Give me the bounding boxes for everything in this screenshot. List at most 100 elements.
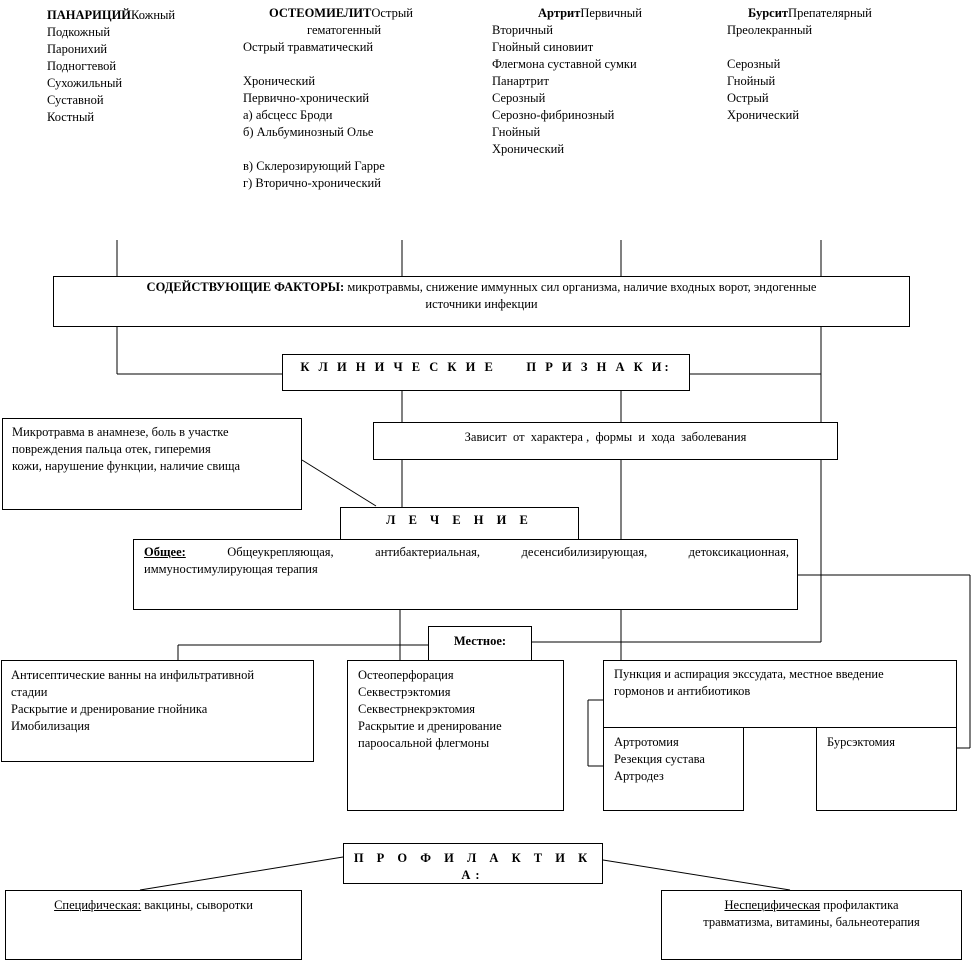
local-osteomyelitis-text: Остеоперфорация Секвестрэктомия Секвестр… <box>358 667 502 752</box>
panaritium-signs-text: Микротравма в анамнезе, боль в участке п… <box>12 424 240 475</box>
general-treatment-line1: Общее: Общеукрепляющая, антибактериальна… <box>144 544 789 561</box>
depends-box: Зависит от характера , формы и хода забо… <box>373 422 838 460</box>
panaritium-item: Паронихий <box>47 42 108 56</box>
local-arthritis-text: Артротомия Резекция сустава Артродез <box>614 734 705 785</box>
local-panaritium-line: Раскрытие и дренирование гнойника <box>11 702 208 716</box>
nonspecific-text2: травматизма, витамины, бальнеотерапия <box>703 915 920 929</box>
osteomyelitis-column: ОСТЕОМИЕЛИТОстрый гематогенный Острый тр… <box>243 5 413 192</box>
nonspecific-prophylaxis-text: Неспецифическая профилактика травматизма… <box>662 897 961 931</box>
arthritis-item: Серозный <box>492 91 546 105</box>
local-osteomyelitis-line: Секвестрнекрэктомия <box>358 702 476 716</box>
bursitis-item: Преолекранный <box>727 23 813 37</box>
local-osteomyelitis-line: пароосальной флегмоны <box>358 736 490 750</box>
bursitis-first-item: Препателярный <box>788 6 872 20</box>
arthritis-item: Вторичный <box>492 23 553 37</box>
osteomyelitis-item: а) абсцесс Броди <box>243 108 333 122</box>
panaritium-signs-box: Микротравма в анамнезе, боль в участке п… <box>2 418 302 510</box>
arthritis-title: Артрит <box>538 6 581 20</box>
specific-text: вакцины, сыворотки <box>141 898 253 912</box>
factors-line2: источники инфекции <box>425 297 538 311</box>
general-treatment-box: Общее: Общеукрепляющая, антибактериальна… <box>133 539 798 610</box>
local-arthritis-box: Артротомия Резекция сустава Артродез <box>603 727 744 811</box>
arthritis-item: Серозно-фибринозный <box>492 108 615 122</box>
arthritis-item: Гнойный синовиит <box>492 40 594 54</box>
bursitis-title: Бурсит <box>748 6 789 20</box>
local-arthritis-line: Резекция сустава <box>614 752 705 766</box>
osteomyelitis-item <box>243 56 413 73</box>
panaritium-signs-line: Микротравма в анамнезе, боль в участке <box>12 425 229 439</box>
general-word: Общеукрепляющая, <box>227 545 334 559</box>
treatment-title: Л Е Ч Е Н И Е <box>386 513 533 527</box>
osteomyelitis-title: ОСТЕОМИЕЛИТ <box>269 6 372 20</box>
clinical-signs-title: К Л И Н И Ч Е С К И Е П Р И З Н А К И: <box>300 360 672 374</box>
treatment-box: Л Е Ч Е Н И Е <box>340 507 579 540</box>
bursitis-item: Гнойный <box>727 74 776 88</box>
local-bursitis-box: Бурсэктомия <box>816 727 957 811</box>
local-puncture-box: Пункция и аспирация экссудата, местное в… <box>603 660 957 728</box>
factors-label: СОДЕЙСТВУЮЩИЕ ФАКТОРЫ: <box>146 280 345 294</box>
osteomyelitis-first-item: Острый <box>371 6 413 20</box>
arthritis-item: Хронический <box>492 142 565 156</box>
nonspecific-prophylaxis-box: Неспецифическая профилактика травматизма… <box>661 890 962 960</box>
specific-prophylaxis-text: Специфическая: вакцины, сыворотки <box>6 897 301 914</box>
local-panaritium-text: Антисептические ванны на инфильтративной… <box>11 667 254 735</box>
general-treatment-line2: иммуностимулирующая терапия <box>144 562 318 576</box>
general-word: десенсибилизирующая, <box>521 545 648 559</box>
local-osteomyelitis-line: Раскрытие и дренирование <box>358 719 502 733</box>
arthritis-item: Флегмона суставной сумки <box>492 57 637 71</box>
panaritium-item: Костный <box>47 110 95 124</box>
local-arthritis-line: Артротомия <box>614 735 679 749</box>
prophylaxis-box: П Р О Ф И Л А К Т И К А: <box>343 843 603 884</box>
local-puncture-text: Пункция и аспирация экссудата, местное в… <box>614 666 884 700</box>
general-word: антибактериальная, <box>375 545 481 559</box>
panaritium-first-item: Кожный <box>131 8 176 22</box>
bursitis-column: БурситПрепателярный Преолекранный Серозн… <box>727 5 872 124</box>
bursitis-item <box>727 39 872 56</box>
panaritium-item: Подкожный <box>47 25 111 39</box>
osteomyelitis-item <box>243 141 413 158</box>
local-label: Местное: <box>453 634 507 648</box>
local-puncture-line: Пункция и аспирация экссудата, местное в… <box>614 667 884 681</box>
general-label: Общее: <box>144 545 186 559</box>
bursitis-item: Хронический <box>727 108 800 122</box>
nonspecific-label: Неспецифическая <box>724 898 821 912</box>
panaritium-item: Суставной <box>47 93 104 107</box>
local-osteomyelitis-box: Остеоперфорация Секвестрэктомия Секвестр… <box>347 660 564 811</box>
local-puncture-line: гормонов и антибиотиков <box>614 684 751 698</box>
panaritium-signs-line: кожи, нарушение функции, наличие свища <box>12 459 241 473</box>
factors-box: СОДЕЙСТВУЮЩИЕ ФАКТОРЫ: микротравмы, сниж… <box>53 276 910 327</box>
local-treatment-box: Местное: <box>428 626 532 661</box>
arthritis-item: Гнойный <box>492 125 541 139</box>
nonspecific-text1: профилактика <box>820 898 899 912</box>
local-panaritium-line: Антисептические ванны на инфильтративной <box>11 668 255 682</box>
local-panaritium-line: Имобилизация <box>11 719 90 733</box>
panaritium-item: Сухожильный <box>47 76 123 90</box>
specific-label: Специфическая: <box>54 898 142 912</box>
specific-prophylaxis-box: Специфическая: вакцины, сыворотки <box>5 890 302 960</box>
arthritis-item: Панартрит <box>492 74 549 88</box>
local-arthritis-line: Артродез <box>614 769 664 783</box>
osteomyelitis-item: в) Склерозирующий Гарре <box>243 159 385 173</box>
panaritium-signs-line: повреждения пальца отек, гиперемия <box>12 442 211 456</box>
local-bursitis-line: Бурсэктомия <box>827 735 895 749</box>
factors-line1: микротравмы, снижение иммунных сил орган… <box>344 280 817 294</box>
osteomyelitis-item: б) Альбуминозный Олье <box>243 125 374 139</box>
local-osteomyelitis-line: Остеоперфорация <box>358 668 454 682</box>
depends-text: Зависит от характера , формы и хода забо… <box>464 430 747 444</box>
osteomyelitis-first-item-cont: гематогенный <box>307 23 382 37</box>
panaritium-item: Подногтевой <box>47 59 117 73</box>
arthritis-column: АртритПервичный Вторичный Гнойный синови… <box>492 5 642 158</box>
clinical-signs-box: К Л И Н И Ч Е С К И Е П Р И З Н А К И: <box>282 354 690 391</box>
local-osteomyelitis-line: Секвестрэктомия <box>358 685 451 699</box>
bursitis-item: Серозный <box>727 57 781 71</box>
osteomyelitis-item: Острый травматический <box>243 40 374 54</box>
local-panaritium-line: стадии <box>11 685 48 699</box>
factors-text: СОДЕЙСТВУЮЩИЕ ФАКТОРЫ: микротравмы, сниж… <box>54 279 909 313</box>
local-panaritium-box: Антисептические ванны на инфильтративной… <box>1 660 314 762</box>
arthritis-first-item: Первичный <box>580 6 642 20</box>
bursitis-item: Острый <box>727 91 769 105</box>
osteomyelitis-item: Хронический <box>243 74 316 88</box>
osteomyelitis-item: г) Вторично-хронический <box>243 176 381 190</box>
panaritium-title: ПАНАРИЦИЙ <box>47 8 132 22</box>
